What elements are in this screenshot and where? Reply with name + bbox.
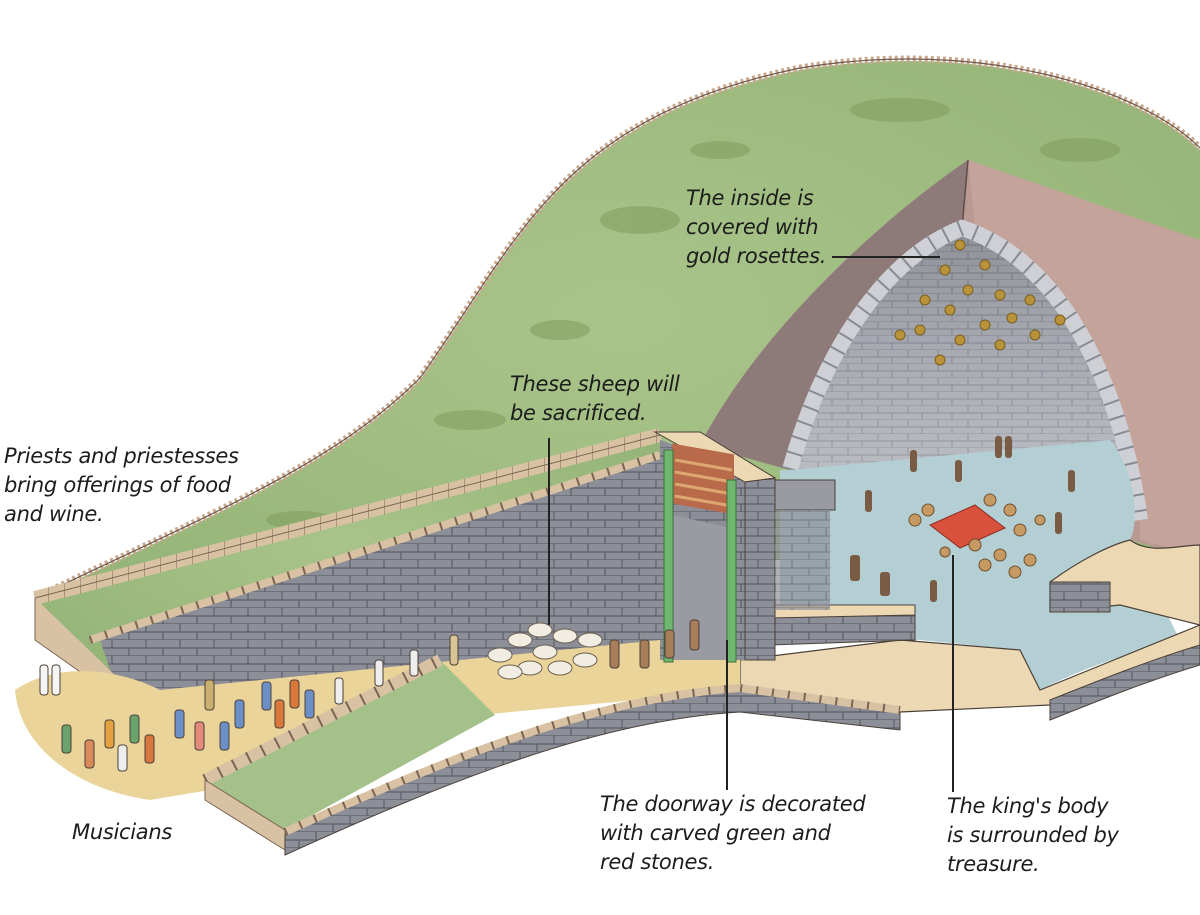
procession xyxy=(39,619,700,772)
leader-lines xyxy=(548,256,954,792)
chamber-figures xyxy=(850,436,1075,602)
label-musicians: Musicians xyxy=(72,820,173,844)
label-priests: Priests and priestesses bring offerings … xyxy=(4,444,239,526)
label-king: The king's body is surrounded by treasur… xyxy=(947,794,1119,876)
treasure xyxy=(908,493,1046,579)
doorway xyxy=(653,431,836,663)
priests-and-priestesses xyxy=(39,619,700,729)
label-sheep: These sheep will be sacrificed. xyxy=(510,372,680,425)
label-rosettes: The inside is covered with gold rosettes… xyxy=(686,186,827,268)
musicians xyxy=(61,709,230,772)
dromos-lower-wall xyxy=(202,654,901,856)
gold-rosettes xyxy=(894,239,1066,366)
sheep xyxy=(487,622,603,680)
front-terrace xyxy=(739,539,1200,721)
label-doorway: The doorway is decorated with carved gre… xyxy=(600,792,866,874)
